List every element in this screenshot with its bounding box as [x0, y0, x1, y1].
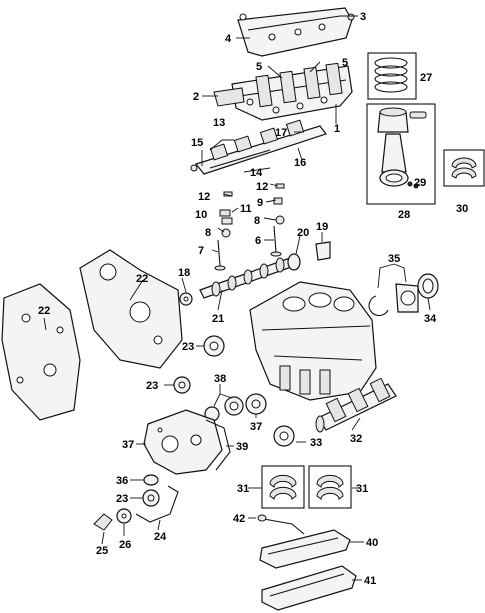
oil-pressure-sensor: [93, 513, 113, 531]
callout-12: 12: [256, 181, 268, 193]
oil-pump-housing: [143, 409, 223, 475]
callout-labels: 3 4 5 5 27 2 1 13 17 15 16 14 29 12 12 9…: [38, 11, 468, 587]
callout-23: 23: [182, 341, 194, 353]
callout-4: 4: [225, 33, 232, 45]
valves: [214, 225, 282, 271]
callout-37: 37: [122, 439, 134, 451]
oil-pump-gears: [204, 396, 244, 422]
cylinder-head: [231, 62, 353, 121]
cam-sprocket: [179, 292, 193, 306]
callout-31: 31: [237, 483, 249, 495]
rocker-shaft-assembly: [190, 119, 327, 175]
valve-cover: [237, 7, 353, 57]
callout-23: 23: [116, 493, 128, 505]
head-gasket: [213, 87, 245, 107]
cam-seal: [287, 253, 301, 271]
callout-22: 22: [38, 305, 50, 317]
oil-filter-adapter: [142, 489, 160, 507]
callout-23: 23: [146, 380, 158, 392]
oil-pump-rotor: [245, 393, 267, 415]
piston-rings-box: [367, 52, 417, 100]
rear-seal-retainer: [368, 283, 419, 317]
camshaft: [199, 257, 295, 299]
crankshaft: [315, 377, 397, 433]
rod-bearing-box-left: [261, 465, 305, 509]
callout-8: 8: [254, 215, 260, 227]
callout-33: 33: [310, 437, 322, 449]
callout-5: 5: [342, 57, 348, 69]
callout-38: 38: [214, 373, 226, 385]
callout-10: 10: [195, 209, 207, 221]
timing-cover: [1, 283, 81, 421]
callout-14: 14: [250, 167, 263, 179]
callout-15: 15: [191, 137, 203, 149]
rear-main-seal: [417, 273, 439, 299]
callout-18: 18: [178, 267, 190, 279]
callout-5: 5: [256, 61, 262, 73]
callout-3: 3: [360, 11, 366, 23]
callout-21: 21: [212, 313, 224, 325]
rod-bearing-box-right: [308, 465, 352, 509]
callout-6: 6: [255, 235, 261, 247]
callout-22: 22: [136, 273, 148, 285]
callout-24: 24: [154, 531, 167, 543]
callout-1: 1: [334, 123, 340, 135]
callout-37: 37: [250, 421, 262, 433]
callout-41: 41: [364, 575, 376, 587]
callout-12: 12: [198, 191, 210, 203]
callout-20: 20: [297, 227, 309, 239]
callout-7: 7: [198, 245, 204, 257]
timing-cover-inner: [79, 249, 183, 369]
callout-29: 29: [414, 177, 426, 189]
callout-17: 17: [275, 127, 287, 139]
callout-19: 19: [316, 221, 328, 233]
callout-32: 32: [350, 433, 362, 445]
callout-9: 9: [257, 197, 263, 209]
valve-cover-bolt: [347, 13, 355, 21]
callout-2: 2: [193, 91, 199, 103]
callout-28: 28: [398, 209, 410, 221]
engine-block: [249, 281, 377, 401]
oil-pan-gasket: [259, 529, 351, 569]
callout-34: 34: [424, 313, 437, 325]
callout-13: 13: [213, 117, 225, 129]
piston-connecting-rod-box: [366, 103, 436, 205]
dipstick: [257, 514, 305, 535]
callout-40: 40: [366, 537, 378, 549]
oil-pump-adapter: [116, 508, 132, 524]
callout-11: 11: [240, 203, 252, 215]
callout-35: 35: [388, 253, 400, 265]
crank-sprocket-upper: [203, 335, 225, 357]
callout-31: 31: [356, 483, 368, 495]
front-cover-gasket: [205, 419, 231, 471]
callout-8: 8: [205, 227, 211, 239]
callout-42: 42: [233, 513, 245, 525]
callout-27: 27: [420, 72, 432, 84]
callout-39: 39: [236, 441, 248, 453]
callout-30: 30: [456, 203, 468, 215]
callout-25: 25: [96, 545, 108, 557]
main-bearing-box: [443, 149, 485, 187]
callout-26: 26: [119, 539, 131, 551]
oil-pan: [261, 565, 357, 611]
crank-pulley: [273, 425, 295, 447]
oil-filter: [143, 474, 159, 486]
crank-sprocket-middle: [173, 376, 191, 394]
leader-lines: [43, 15, 431, 581]
chain-tensioner: [315, 241, 331, 261]
oil-pickup-tube: [135, 485, 179, 523]
callout-16: 16: [294, 157, 306, 169]
callout-36: 36: [116, 475, 128, 487]
